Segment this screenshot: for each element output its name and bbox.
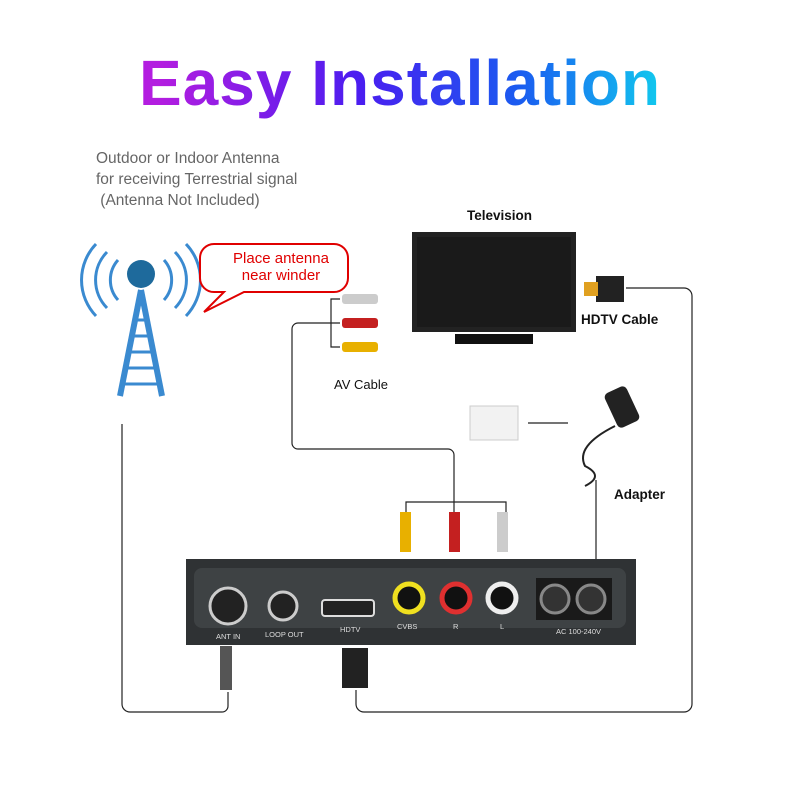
adapter-icon <box>582 386 640 487</box>
port-label-r: R <box>453 622 459 631</box>
connection-wires <box>121 287 693 713</box>
wall-socket-icon <box>469 405 519 441</box>
note-line: Outdoor or Indoor Antenna <box>96 150 280 167</box>
hdmi-plug-icon <box>596 276 624 302</box>
av-cable-label: AV Cable <box>334 377 388 392</box>
adapter-label: Adapter <box>614 487 666 502</box>
page-title: Easy Installation <box>0 46 800 120</box>
bubble-line: near winder <box>241 267 321 284</box>
hdtv-cable-label: HDTV Cable <box>581 312 659 327</box>
television-label: Television <box>467 208 533 223</box>
set-top-box <box>186 559 636 645</box>
note-line: for receiving Terrestrial signal <box>96 171 298 188</box>
bubble-line: Place antenna <box>233 250 329 267</box>
port-label-ant-in: ANT IN <box>216 632 241 641</box>
av-cable-plugs <box>342 294 378 352</box>
port-label-l: L <box>500 622 505 631</box>
television-icon <box>412 232 576 344</box>
speech-bubble <box>199 243 349 313</box>
port-label-ac: AC 100-240V <box>556 627 602 636</box>
coax-plug-icon <box>220 646 232 690</box>
antenna-dish <box>127 260 155 288</box>
hdmi-plug-icon <box>342 648 368 688</box>
bubble-text: Place antenna near winder <box>214 250 348 284</box>
note-line: (Antenna Not Included) <box>96 192 260 209</box>
port-label-cvbs: CVBS <box>397 622 418 631</box>
antenna-note: Outdoor or Indoor Antenna for receiving … <box>96 148 297 211</box>
port-label-hdtv: HDTV <box>340 625 361 634</box>
port-label-loop-out: LOOP OUT <box>265 630 304 639</box>
